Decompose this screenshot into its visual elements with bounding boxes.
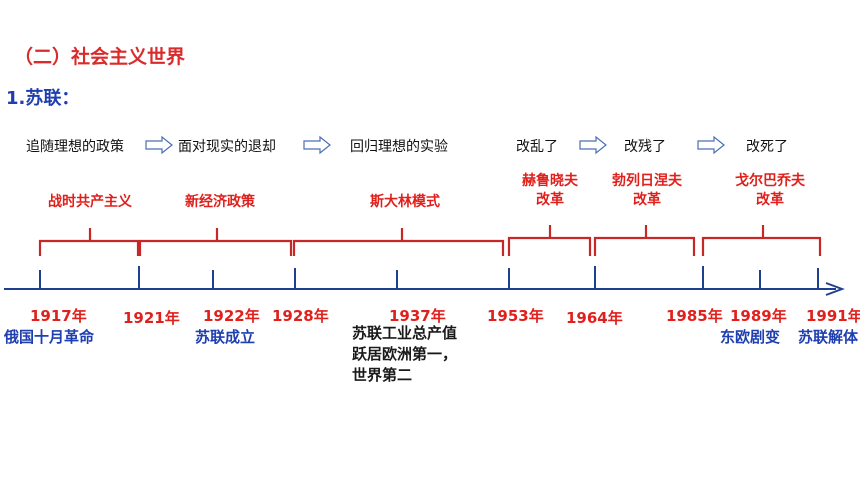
- hollow-right-arrow-icon: [303, 135, 331, 155]
- phase-label-4: 改乱了: [516, 139, 558, 155]
- axis-arrow-icon: [825, 282, 845, 296]
- period-bracket-2: [138, 228, 293, 256]
- period-bracket-5: [593, 225, 696, 256]
- period-label-6: 戈尔巴乔夫 改革: [735, 173, 805, 208]
- period-label-5: 勃列日涅夫 改革: [612, 173, 682, 208]
- period-label-1: 战时共产主义: [48, 194, 132, 210]
- year-1921: 1921年: [123, 309, 180, 327]
- year-1937: 1937年: [389, 307, 446, 325]
- year-1991: 1991年: [806, 307, 860, 325]
- year-1964: 1964年: [566, 309, 623, 327]
- hollow-right-arrow-icon: [145, 135, 173, 155]
- hollow-right-arrow-icon: [579, 135, 607, 155]
- period-label-2: 新经济政策: [185, 194, 255, 210]
- event-1989: 东欧剧变: [720, 328, 781, 346]
- year-1989: 1989年: [730, 307, 787, 325]
- event-1922: 苏联成立: [195, 328, 256, 346]
- phase-label-6: 改死了: [746, 139, 788, 155]
- event-1937: 苏联工业总产值跃居欧洲第一，世界第二: [352, 324, 458, 384]
- event-1917: 俄国十月革命: [4, 328, 95, 346]
- year-1953: 1953年: [487, 307, 544, 325]
- period-label-3: 斯大林模式: [370, 194, 440, 210]
- period-bracket-1: [38, 228, 140, 256]
- section-title: （二）社会主义世界: [14, 46, 186, 68]
- year-1985: 1985年: [666, 307, 723, 325]
- phase-label-2: 面对现实的退却: [178, 139, 276, 155]
- year-1922: 1922年: [203, 307, 260, 325]
- period-bracket-3: [292, 228, 505, 256]
- period-label-4: 赫鲁晓夫 改革: [522, 173, 578, 208]
- event-1991: 苏联解体: [798, 328, 859, 346]
- year-1928: 1928年: [272, 307, 329, 325]
- sub-title: 1.苏联：: [6, 88, 80, 109]
- period-bracket-4: [507, 225, 592, 256]
- year-1917: 1917年: [30, 307, 87, 325]
- phase-label-5: 改残了: [624, 139, 666, 155]
- phase-label-1: 追随理想的政策: [26, 139, 124, 155]
- period-bracket-6: [701, 225, 822, 256]
- hollow-right-arrow-icon: [697, 135, 725, 155]
- phase-label-3: 回归理想的实验: [350, 139, 448, 155]
